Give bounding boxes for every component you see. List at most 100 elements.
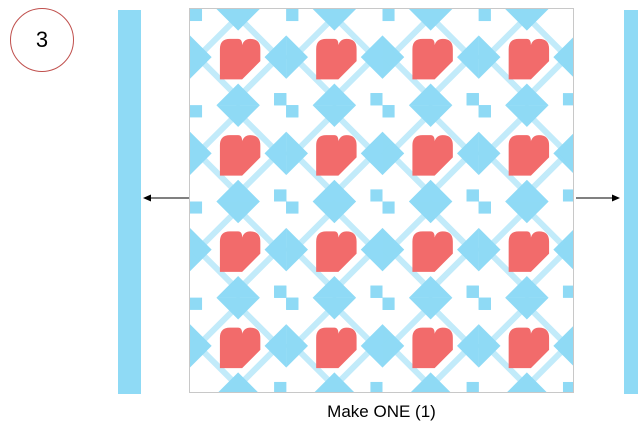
block-square — [562, 93, 573, 106]
star-point — [264, 131, 287, 176]
block-square — [370, 189, 383, 202]
star-point — [505, 83, 549, 106]
block-square — [421, 376, 440, 392]
block-square — [274, 93, 287, 106]
star-point — [505, 276, 549, 298]
quilt-pattern — [190, 9, 573, 392]
heart-icon — [412, 38, 453, 80]
heart-icon — [219, 327, 261, 369]
block-square — [380, 144, 400, 163]
left-arrow-icon — [143, 194, 191, 202]
block-square — [228, 296, 248, 315]
block-square — [325, 199, 344, 219]
block-square — [517, 376, 537, 392]
heart-icon — [219, 135, 261, 176]
heart-icon — [412, 135, 453, 176]
left-border-strip — [118, 10, 141, 394]
step-number: 3 — [35, 27, 49, 52]
block-square — [325, 103, 344, 123]
block-square — [477, 144, 496, 163]
heart-icon — [508, 135, 550, 176]
block-square — [274, 189, 287, 202]
right-border-strip — [624, 10, 638, 394]
star-point — [408, 179, 453, 202]
star-point — [457, 324, 479, 368]
heart-icon — [412, 327, 453, 369]
block-square — [421, 199, 440, 219]
star-point — [216, 179, 260, 202]
block-square — [325, 296, 344, 315]
block-square — [562, 285, 573, 298]
block-square — [190, 201, 203, 214]
block-square — [466, 381, 479, 392]
block-square — [274, 285, 287, 298]
block-square — [325, 376, 344, 392]
star-point — [457, 131, 479, 176]
star-point — [264, 35, 287, 79]
block-square — [274, 381, 287, 392]
star-point — [312, 276, 357, 298]
block-square — [284, 336, 304, 356]
block-square — [382, 105, 395, 118]
block-square — [190, 297, 203, 310]
star-point — [312, 83, 357, 106]
block-square — [421, 103, 440, 123]
star-point — [408, 276, 453, 298]
block-square — [286, 201, 299, 214]
block-square — [382, 9, 395, 22]
block-square — [325, 9, 344, 27]
heart-icon — [316, 231, 357, 272]
star-point — [408, 83, 453, 106]
heart-icon — [219, 38, 261, 80]
block-square — [557, 336, 573, 356]
heart-icon — [508, 38, 550, 80]
heart-icon — [508, 327, 550, 369]
block-square — [562, 381, 573, 392]
block-square — [370, 93, 383, 106]
star-point — [216, 276, 260, 298]
block-square — [190, 105, 203, 118]
block-square — [477, 240, 496, 259]
star-point — [264, 227, 287, 272]
block-square — [370, 285, 383, 298]
star-point — [457, 227, 479, 272]
star-point — [264, 324, 287, 368]
quilt-center — [189, 8, 574, 393]
block-square — [382, 201, 395, 214]
star-point — [360, 35, 383, 79]
heart-icon — [412, 231, 453, 272]
block-square — [286, 297, 299, 310]
block-square — [466, 285, 479, 298]
block-square — [421, 296, 440, 315]
star-point — [216, 83, 260, 106]
block-square — [562, 189, 573, 202]
heart-icon — [316, 38, 357, 80]
star-point — [312, 179, 357, 202]
heart-icon — [316, 327, 357, 369]
heart-icon — [219, 231, 261, 272]
right-arrow-icon — [576, 194, 620, 202]
block-square — [190, 9, 203, 22]
star-point — [457, 35, 479, 79]
block-square — [478, 9, 491, 22]
block-square — [466, 93, 479, 106]
block-square — [478, 105, 491, 118]
block-square — [370, 381, 383, 392]
block-square — [382, 297, 395, 310]
block-square — [286, 9, 299, 22]
block-square — [190, 336, 208, 356]
block-square — [477, 47, 496, 67]
step-number-circle: 3 — [10, 8, 74, 72]
block-square — [380, 240, 400, 259]
block-square — [517, 296, 537, 315]
star-point — [360, 324, 383, 368]
block-square — [380, 336, 400, 356]
block-square — [466, 189, 479, 202]
block-square — [421, 9, 440, 27]
heart-icon — [316, 135, 357, 176]
block-square — [478, 201, 491, 214]
star-point — [360, 227, 383, 272]
star-point — [360, 131, 383, 176]
block-square — [286, 105, 299, 118]
